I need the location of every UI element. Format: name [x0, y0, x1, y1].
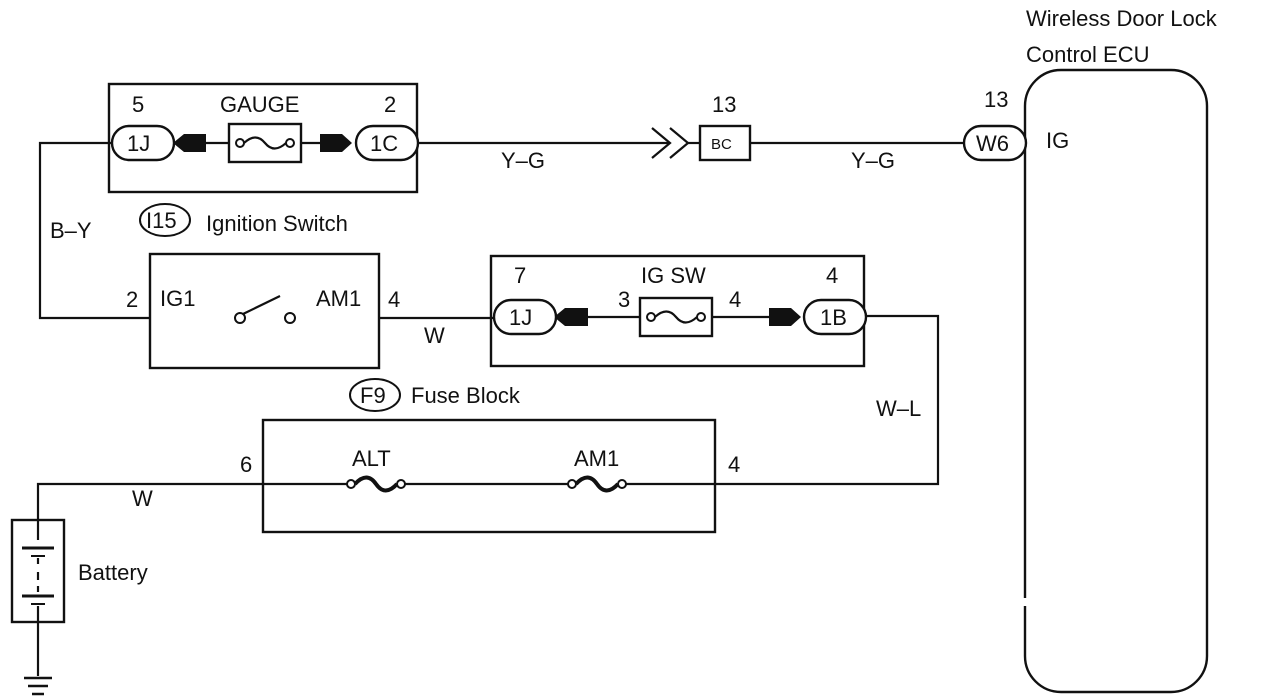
battery-label: Battery	[78, 560, 148, 585]
b-y-wire: B–Y	[38, 141, 150, 320]
battery-circuit: W Battery	[10, 482, 263, 696]
bc-connector: BC	[711, 136, 732, 153]
igsw-box: IG SW 7 4 3 4 1J 1B	[489, 254, 868, 368]
wire-w-l: W–L	[876, 396, 921, 421]
wire-w-bat: W	[132, 486, 153, 511]
fuse-icon	[235, 136, 295, 150]
ecu-title-line1: Wireless Door Lock	[1026, 6, 1218, 31]
igsw-right-pin: 4	[826, 263, 838, 288]
gauge-right-pin: 2	[384, 92, 396, 117]
fuse-alt-label: ALT	[352, 446, 391, 471]
fuseblock-right-pin: 4	[728, 452, 740, 477]
wire-y-g-right: Y–G	[851, 148, 895, 173]
ignition-left-terminal: IG1	[160, 286, 195, 311]
wire-b-y: B–Y	[50, 218, 92, 243]
gauge-right-connector: 1C	[370, 131, 398, 156]
ignition-label: Ignition Switch	[206, 211, 348, 236]
ignition-right-terminal: AM1	[316, 286, 361, 311]
igsw-left-pin: 7	[514, 263, 526, 288]
ecu-pin-number: 13	[984, 87, 1008, 112]
fuse-icon	[646, 310, 706, 324]
fuseblock-left-pin: 6	[240, 452, 252, 477]
ecu-block: Wireless Door Lock Control ECU IG 13	[984, 6, 1218, 694]
y-g-wire: BC 13 W6 Y–G Y–G	[418, 92, 1028, 173]
igsw-fuse-in: 3	[618, 287, 630, 312]
gauge-left-pin: 5	[132, 92, 144, 117]
igsw-label: IG SW	[641, 263, 706, 288]
wire-w-ign: W	[424, 323, 445, 348]
switch-icon	[234, 295, 296, 324]
ignition-right-pin: 4	[388, 287, 400, 312]
w-ign-wire: W	[379, 316, 494, 348]
wire-y-g-left: Y–G	[501, 148, 545, 173]
ground-icon	[24, 676, 52, 696]
gauge-box: GAUGE 5 2 1J 1C	[107, 82, 420, 194]
ignition-switch: I15 Ignition Switch 2 IG1 AM1 4	[126, 203, 400, 370]
w-l-wire: W–L	[714, 314, 940, 486]
igsw-right-connector: 1B	[820, 305, 847, 330]
fuse-icon	[567, 475, 627, 493]
fuseblock-id: F9	[360, 383, 386, 408]
fuse-am1-label: AM1	[574, 446, 619, 471]
ecu-pin-label: IG	[1046, 128, 1069, 153]
igsw-left-connector: 1J	[509, 305, 532, 330]
igsw-fuse-out: 4	[729, 287, 741, 312]
battery-icon	[10, 518, 66, 624]
fuse-block: F9 Fuse Block 6 4 ALT AM1	[240, 378, 740, 534]
gauge-left-connector: 1J	[127, 131, 150, 156]
ignition-id: I15	[146, 208, 177, 233]
ecu-connector: W6	[976, 131, 1009, 156]
gauge-label: GAUGE	[220, 92, 299, 117]
ignition-left-pin: 2	[126, 287, 138, 312]
fuseblock-label: Fuse Block	[411, 383, 521, 408]
fuse-icon	[346, 475, 406, 493]
bc-pin: 13	[712, 92, 736, 117]
ecu-title-line2: Control ECU	[1026, 42, 1149, 67]
